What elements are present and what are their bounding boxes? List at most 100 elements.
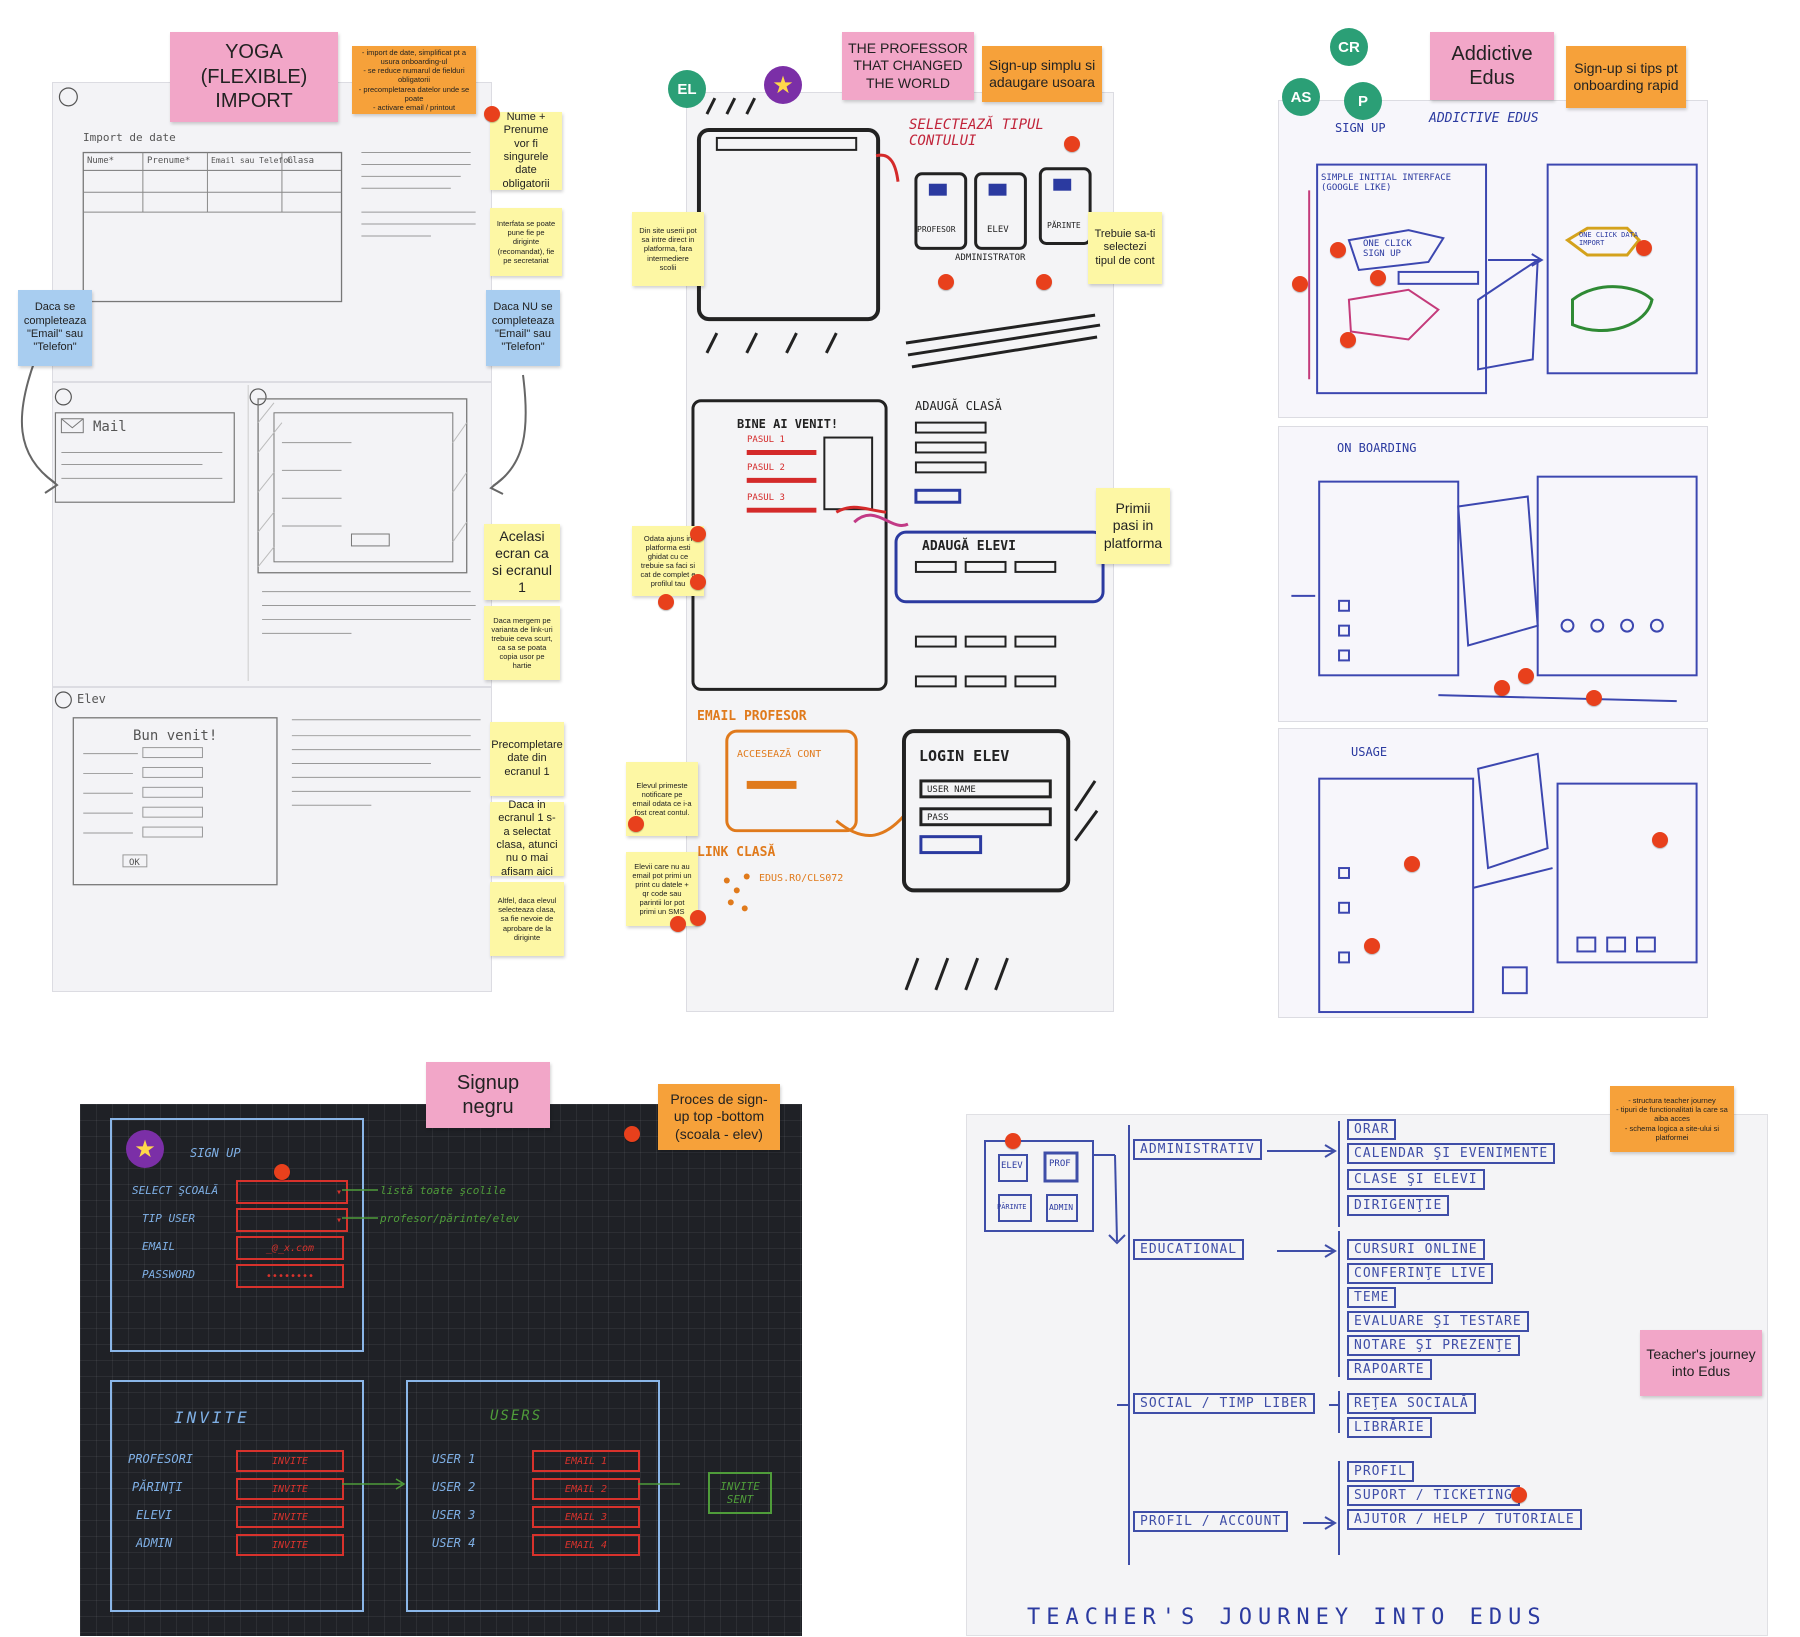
note-approval: Altfel, daca elevul selecteaza clasa, sa… — [490, 882, 564, 956]
yoga-sketch-3: Elev Bun venit! OK — [52, 687, 492, 992]
addictive-title: Addictive Edus — [1430, 32, 1554, 100]
sketch-col-class: Clasa — [287, 156, 315, 166]
sk-role-prof: PROF — [1049, 1159, 1071, 1169]
item-teme: TEME — [1347, 1287, 1397, 1308]
item-profil: PROFIL — [1347, 1461, 1414, 1482]
vote-dot[interactable] — [670, 916, 686, 932]
vote-dot[interactable] — [1005, 1133, 1021, 1149]
sk-email-professor: EMAIL PROFESOR — [697, 709, 807, 724]
professor-subtitle: Sign-up simplu si adaugare usoara — [982, 46, 1102, 102]
star-badge-icon[interactable]: ★ — [126, 1130, 164, 1168]
vote-dot[interactable] — [1494, 680, 1510, 696]
sk-user-3: USER 3 — [432, 1508, 476, 1522]
sk-usage: USAGE — [1351, 745, 1388, 759]
sketch-welcome: Bun venit! — [133, 728, 218, 744]
sk-invite-sent: INVITE SENT — [708, 1472, 772, 1514]
vote-dot[interactable] — [938, 274, 954, 290]
sk-invite-frame — [110, 1380, 364, 1612]
avatar-as[interactable]: AS — [1282, 78, 1320, 116]
star-badge-icon[interactable]: ★ — [764, 66, 802, 104]
sk-role-students: ELEVI — [136, 1508, 173, 1522]
sk-user-email-3: EMAIL 3 — [532, 1506, 640, 1528]
sk-users-label: USERS — [490, 1408, 543, 1424]
vote-dot[interactable] — [1036, 274, 1052, 290]
signup-negru-title: Signup negru — [426, 1062, 550, 1128]
sketch-mail: Mail — [93, 419, 127, 435]
vote-dot[interactable] — [1064, 136, 1080, 152]
flow-arrow-left — [20, 359, 59, 494]
sk-hint-school: listă toate şcolile — [380, 1184, 506, 1197]
vote-dot[interactable] — [1636, 240, 1652, 256]
vote-dot[interactable] — [1364, 938, 1380, 954]
teacher-journey-board: ELEV PROF PĂRINTE ADMIN ADMINISTRATIV OR… — [966, 1114, 1768, 1636]
vote-dot[interactable] — [1330, 242, 1346, 258]
group-profil: PROFIL / ACCOUNT — [1133, 1511, 1289, 1532]
vote-dot[interactable] — [1340, 332, 1356, 348]
professor-title: THE PROFESSOR THAT CHANGED THE WORLD — [842, 32, 974, 100]
signup-negru-subtitle: Proces de sign-up top -bottom (scoala - … — [658, 1084, 780, 1150]
sk-role-admin: ADMIN — [136, 1536, 173, 1550]
note-link-short: Daca mergem pe varianta de link-uri treb… — [484, 606, 560, 680]
vote-dot[interactable] — [1511, 1487, 1527, 1503]
sk-access-account: ACCESEAZĂ CONT — [737, 749, 822, 760]
note-required-fields: Nume + Prenume vor fi singurele date obl… — [490, 111, 562, 190]
sk-select-school: SELECT ŞCOALĂ — [132, 1184, 219, 1197]
vote-dot[interactable] — [624, 1126, 640, 1142]
item-rapoarte: RAPOARTE — [1347, 1359, 1432, 1380]
vote-dot[interactable] — [484, 106, 500, 122]
note-interface: Interfata se poate pune fie pe diriginte… — [490, 208, 562, 276]
sk-password-label: PASSWORD — [142, 1268, 195, 1281]
group-educational: EDUCATIONAL — [1133, 1239, 1245, 1260]
vote-dot[interactable] — [274, 1164, 290, 1180]
vote-dot[interactable] — [690, 574, 706, 590]
vote-dot[interactable] — [1586, 690, 1602, 706]
sk-step-2: PASUL 2 — [747, 463, 785, 473]
teacher-structure-note: - structura teacher journey - tipuri de … — [1610, 1086, 1734, 1152]
sk-invite-button: INVITE — [236, 1450, 344, 1472]
sk-invite-arrows — [342, 1478, 680, 1490]
vote-dot[interactable] — [1518, 668, 1534, 684]
note-direct-access: Din site userii pot sa intre direct in p… — [632, 212, 704, 286]
sk-professor: PROFESOR — [917, 225, 956, 234]
sk-elev: ELEV — [987, 225, 1009, 235]
avatar-p[interactable]: P — [1344, 82, 1382, 120]
teacher-journey-title: Teacher's journey into Edus — [1640, 1330, 1762, 1396]
vote-dot[interactable] — [1404, 856, 1420, 872]
addictive-sketch-2: ON BOARDING — [1278, 426, 1708, 722]
vote-dot[interactable] — [658, 594, 674, 610]
sk-user-1: USER 1 — [432, 1452, 476, 1466]
sk-user-email-1: EMAIL 1 — [532, 1450, 640, 1472]
sk-signup-frame — [110, 1118, 364, 1352]
avatar-el[interactable]: EL — [668, 70, 706, 108]
yoga-summary: - import de date, simplificat pt a usura… — [352, 46, 476, 114]
note-first-steps: Primii pasi in platforma — [1096, 488, 1170, 564]
item-suport: SUPORT / TICKETING — [1347, 1485, 1520, 1506]
item-dirigentie: DIRIGENŢIE — [1347, 1195, 1450, 1216]
sk-role-professors: PROFESORI — [128, 1452, 194, 1466]
flow-arrow-right — [489, 374, 527, 495]
sk-google-like: SIMPLE INITIAL INTERFACE (GOOGLE LIKE) — [1321, 173, 1452, 193]
sk-users-frame — [406, 1380, 660, 1612]
vote-dot[interactable] — [690, 910, 706, 926]
yoga-title: YOGA (FLEXIBLE) IMPORT — [170, 32, 338, 122]
sketch-col-surname: Prenume* — [147, 156, 191, 166]
sk-administrator: ADMINISTRATOR — [955, 253, 1026, 263]
signup-negru-board: SIGN UP SELECT ŞCOALĂ TIP USER EMAIL PAS… — [80, 1104, 802, 1636]
sk-password-field: •••••••• — [236, 1264, 344, 1288]
sk-parinte: PĂRINTE — [1047, 221, 1081, 230]
sk-invite-button: INVITE — [236, 1478, 344, 1500]
sk-invite-button: INVITE — [236, 1506, 344, 1528]
item-cursuri: CURSURI ONLINE — [1347, 1239, 1485, 1260]
sk-email-field: _@_x.com — [236, 1236, 344, 1260]
vote-dot[interactable] — [1292, 276, 1308, 292]
sketch-elev: Elev — [77, 692, 106, 706]
note-no-email: Elevii care nu au email pot primi un pri… — [626, 852, 698, 926]
vote-dot[interactable] — [628, 816, 644, 832]
vote-dot[interactable] — [1652, 832, 1668, 848]
sk-signup-label: SIGN UP — [190, 1146, 241, 1160]
vote-dot[interactable] — [1370, 270, 1386, 286]
vote-dot[interactable] — [690, 526, 706, 542]
note-account-type: Trebuie sa-ti selectezi tipul de cont — [1088, 212, 1162, 284]
sk-hint-arrows — [342, 1189, 378, 1219]
avatar-cr[interactable]: CR — [1330, 28, 1368, 66]
